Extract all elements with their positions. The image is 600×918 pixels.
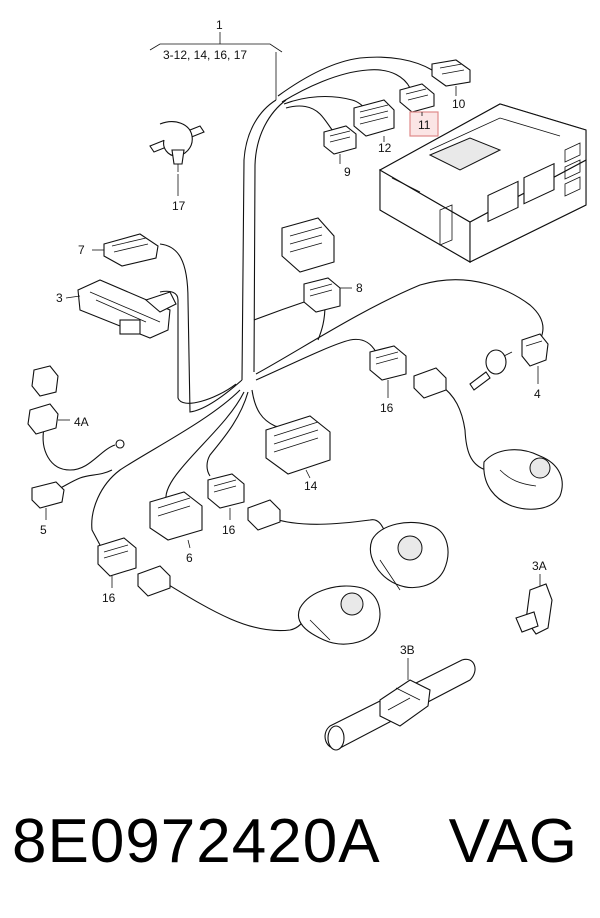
connector-11 (399, 83, 435, 113)
part-number-label: 8E0972420A (12, 807, 381, 876)
plug-lower (137, 565, 171, 597)
connector-16-middle (207, 473, 245, 509)
cable-tie-17 (149, 121, 205, 172)
servo-motor-upper (483, 449, 563, 510)
callout-10-label: 10 (452, 97, 466, 111)
callout-8-label: 8 (356, 281, 363, 295)
connector-8 (303, 277, 341, 313)
callout-1-label: 1 (216, 18, 223, 32)
brand-label: VAG (448, 807, 578, 876)
callout-6-label: 6 (186, 551, 193, 565)
connector-5 (31, 481, 65, 509)
callout-16-lower-label: 16 (102, 591, 116, 605)
relay-block (281, 217, 335, 273)
callout-17-label: 17 (172, 199, 186, 213)
callout-4-label: 4 (534, 387, 541, 401)
plug-middle (247, 499, 281, 531)
clip-3A (515, 583, 553, 635)
wiring-harness-diagram: 1 3-12, 14, 16, 17 11 10 12 9 (27, 18, 587, 751)
connector-9 (323, 125, 357, 155)
callout-4A-label: 4A (74, 415, 89, 429)
callout-1-range-label: 3-12, 14, 16, 17 (163, 48, 247, 62)
callout-7-label: 7 (78, 243, 85, 257)
duct-sensor-3B (324, 658, 476, 751)
temperature-sensor (469, 349, 513, 391)
connector-16-lower (97, 537, 137, 577)
connector-16-upper (369, 345, 407, 381)
callout-5-label: 5 (40, 523, 47, 537)
callout-1-bracket (149, 32, 283, 100)
harness-wires (42, 56, 544, 632)
connector-6 (149, 491, 203, 541)
callout-11-label: 11 (418, 118, 431, 132)
connector-4 (521, 333, 549, 367)
bracket-3 (77, 279, 177, 339)
plug-upper (413, 367, 447, 399)
callout-3B-label: 3B (400, 643, 415, 657)
caption-bar: 8E0972420A VAG (0, 800, 600, 900)
servo-motor-middle (370, 521, 449, 591)
callout-12-label: 12 (378, 141, 392, 155)
connector-7 (103, 233, 159, 267)
sensor-4A (27, 365, 125, 449)
callout-11-highlight (409, 111, 439, 137)
callout-9-label: 9 (344, 165, 351, 179)
callout-3A-label: 3A (532, 559, 547, 573)
climate-control-unit (378, 103, 587, 263)
callout-16-middle-label: 16 (222, 523, 236, 537)
servo-motor-lower (298, 585, 381, 645)
connector-10 (431, 59, 471, 87)
callout-14-label: 14 (304, 479, 318, 493)
callout-3-label: 3 (56, 291, 63, 305)
connector-12 (353, 99, 395, 137)
callout-16-upper-label: 16 (380, 401, 394, 415)
connector-14 (265, 415, 331, 475)
